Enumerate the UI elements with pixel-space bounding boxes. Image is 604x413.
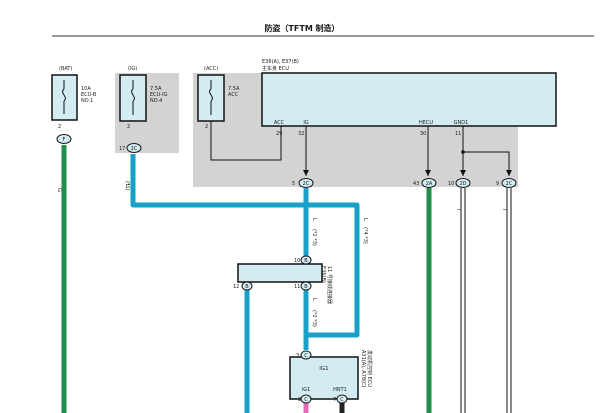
fuse3-amp: 7.5A: [228, 86, 240, 92]
conn-hecu-pin: 43: [413, 181, 419, 187]
fuse1-name: ECU-B: [81, 92, 97, 98]
junction-pin-bot-r-num: 11: [294, 284, 300, 290]
conn-2d-gnd: 2D: [455, 178, 471, 188]
blue-ig-wires: [130, 154, 360, 413]
engine-pin2-num: 7: [333, 397, 336, 403]
ecu-pin-ig-num: 32: [298, 131, 304, 137]
junction-pin-top: B: [300, 255, 312, 265]
ig-label: (IG): [128, 66, 137, 72]
fuse1-pin: 2: [58, 124, 61, 130]
fuse-ecu-ig: [119, 74, 147, 122]
fuse-acc: [197, 74, 225, 122]
svg-text:2A: 2A: [426, 181, 433, 187]
ecu-pin-acc-label: ACC: [274, 120, 285, 126]
fuse2-pin: 2: [127, 124, 130, 130]
conn-2c-gnd: 2C: [501, 178, 517, 188]
wire-note-ig: (*1): [124, 181, 130, 191]
junction-code: E36(B): [320, 266, 326, 283]
bat-label: (BAT): [59, 66, 72, 72]
conn-2c-ig: 2C: [298, 178, 314, 188]
ecu-pin-hecu-label: HECU: [419, 120, 433, 126]
gnd-wire-b: [463, 151, 510, 176]
gnd-arrow-a: [460, 170, 466, 176]
wire-label-j3: L: [311, 298, 317, 301]
engine-pin2-label: HNT1: [333, 387, 347, 393]
svg-text:B: B: [304, 258, 308, 264]
svg-text:C: C: [304, 397, 308, 403]
engine-pin1-conn: C: [300, 394, 312, 404]
engine-ecu-name: 发动机控制 ECU: [366, 350, 373, 387]
acc-label: (ACC): [204, 66, 218, 72]
ecu-pin-gnd1-num: 11: [455, 131, 461, 137]
junction-pin-bot-l: B: [241, 281, 253, 291]
conn-ig-pin: 5: [292, 181, 295, 187]
svg-text:B: B: [245, 284, 249, 290]
svg-text:C: C: [340, 397, 344, 403]
ig-arrow: [303, 170, 309, 176]
main-body-ecu: [261, 72, 557, 127]
junction-pin-bot-l-num: 12: [233, 284, 239, 290]
main-ecu-name: 主车身 ECU: [262, 65, 289, 72]
ecu-pin-acc-num: 29: [276, 131, 282, 137]
fuse1-no: NO.1: [81, 98, 93, 104]
wire-label-j1: L: [311, 218, 317, 221]
engine-ecu-id: IG1: [319, 366, 328, 372]
engine-ecu-code: A31(A), A78(C): [360, 350, 366, 388]
fuse1-amp: 10A: [81, 86, 91, 92]
signal-wires: [210, 121, 510, 176]
wire-note-j3: (*2 *3): [311, 310, 317, 327]
svg-text:B: B: [304, 284, 308, 290]
svg-text:2D: 2D: [459, 181, 466, 187]
svg-text:F: F: [63, 137, 66, 143]
conn-f-bat: F: [56, 134, 72, 144]
engine-control-ecu: [289, 356, 359, 400]
fuse3-pin: 2: [205, 124, 208, 130]
ecu-pin-ig-label: IG: [303, 120, 308, 126]
ecu-pin-gnd1-label: GND1: [454, 120, 469, 126]
main-ecu-code: E36(A), E37(B): [262, 59, 299, 65]
engine-pin2-conn: C: [336, 394, 348, 404]
wire-label-green: G: [56, 188, 62, 192]
conn-2c-ig-fuse: 2C: [126, 143, 142, 153]
wire-label-gnd-a: I: [455, 209, 461, 210]
junction-connector-11: [237, 263, 323, 283]
ig-fuse-wire: [130, 154, 306, 208]
conn-gnd-a-pin: 10: [448, 181, 454, 187]
wire-note-j1: (*2 *3): [311, 229, 317, 246]
fuse-ecu-b: [51, 74, 78, 121]
gnd-arrow-b: [506, 170, 512, 176]
ecu-pin-hecu-num: 30: [420, 131, 426, 137]
fuse2-name: ECU-IG: [150, 92, 168, 98]
engine-pin1-label: IG1: [302, 387, 311, 393]
wire-label-gnd-b: I: [501, 209, 507, 210]
junction-pin-top-num: 10: [294, 258, 300, 264]
fuse3-name: ACC: [228, 92, 239, 98]
ground-wires: [460, 188, 512, 413]
page-title: 防盗（TFTM 制造）: [264, 23, 339, 33]
svg-text:C: C: [304, 353, 308, 359]
acc-wire: [210, 121, 282, 161]
gnd-junction-dot: [461, 150, 465, 154]
conn-gnd-b-pin: 9: [496, 181, 499, 187]
svg-text:2C: 2C: [131, 146, 138, 152]
conn-2a-hecu: 2A: [421, 178, 437, 188]
engine-pin1-num: 2: [298, 397, 301, 403]
engine-ecu-top-pin-num: 3: [296, 353, 299, 359]
junction-pin-bot-r: B: [300, 281, 312, 291]
wire-label-ig: L: [124, 184, 130, 187]
conn-2c-pin: 17: [119, 146, 125, 152]
svg-text:2C: 2C: [303, 181, 310, 187]
fuse2-amp: 7.5A: [150, 86, 162, 92]
svg-text:2C: 2C: [506, 181, 513, 187]
engine-ecu-top-pin: C: [300, 350, 312, 360]
junction-name: 11 号接线连接器: [326, 266, 333, 304]
hecu-arrow: [425, 170, 431, 176]
wire-label-j2: L: [362, 218, 368, 221]
fuse2-no: NO.4: [150, 98, 162, 104]
wire-note-j2: (*4 *3): [362, 227, 368, 244]
